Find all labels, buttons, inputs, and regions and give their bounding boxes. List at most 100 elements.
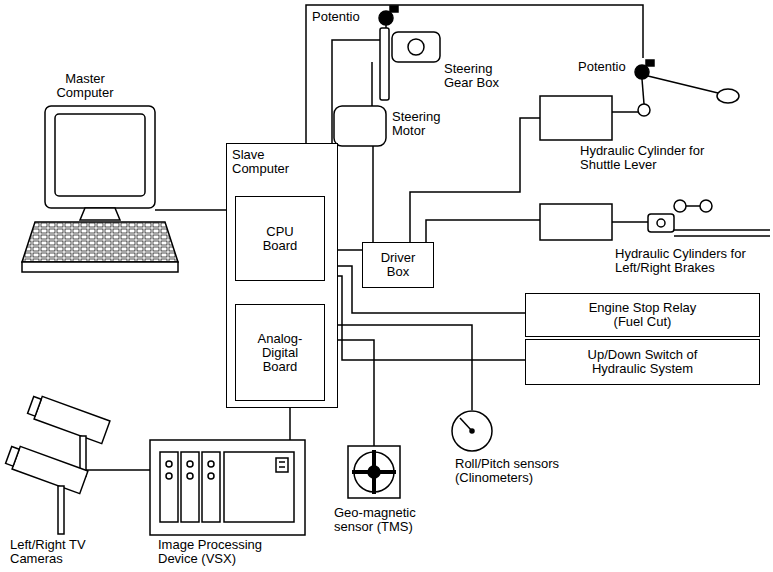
gear-box-drawing [376, 39, 380, 41]
node-label: Analog-Digital Board [249, 332, 311, 374]
potentiometer-symbol [646, 60, 654, 66]
camera-drawing [5, 444, 88, 494]
switch-box: Up/Down Switch of Hydraulic System [525, 339, 760, 385]
motor-node: Steering Motor [330, 104, 470, 150]
motor-drawing [372, 146, 374, 150]
cylinder-node: Hydraulic Cylinder for Shuttle Lever [535, 58, 770, 180]
node-label: Slave Computer [232, 148, 294, 176]
motor-drawing [371, 62, 373, 106]
part-label: Potentio [312, 10, 360, 24]
shuttle-lever-drawing [540, 96, 612, 140]
camera-node: Left/Right TV Cameras [5, 395, 130, 567]
node-label: Engine Stop Relay (Fuel Cut) [580, 301, 705, 329]
cylinder-node: Hydraulic Cylinders for Left/Right Brake… [535, 195, 770, 292]
gear-box-drawing [408, 39, 424, 55]
brake-cylinder-drawing [612, 221, 648, 223]
driver-box: Driver Box [362, 242, 434, 288]
gear-box-drawing [376, 28, 440, 100]
image-processor-drawing [150, 440, 305, 535]
node-label: Hydraulic Cylinders for Left/Right Brake… [615, 247, 765, 275]
gear-box-node: Steering Gear Box [376, 28, 500, 104]
node-label: Steering Gear Box [444, 62, 500, 90]
geo-magnetic-symbol [368, 466, 380, 478]
node-label: Steering Motor [392, 110, 462, 138]
potentiometer-symbol [379, 6, 398, 30]
brake-cylinder-drawing [674, 200, 686, 212]
brake-cylinder-drawing [648, 214, 674, 232]
node-label: CPU Board [250, 225, 310, 253]
computer-drawing [22, 222, 178, 262]
enclosure-box: Slave ComputerCPU BoardAnalog-Digital Bo… [226, 143, 338, 408]
image-processor-drawing [208, 473, 214, 479]
image-processor-drawing [279, 461, 285, 463]
shuttle-lever-drawing [642, 79, 644, 104]
camera-drawing [27, 394, 110, 444]
brake-cylinder-drawing [540, 204, 612, 240]
node-label: Image Processing Device (VSX) [158, 538, 288, 566]
board-box: CPU Board [235, 196, 325, 281]
connector-line [180, 209, 226, 211]
image-processor-drawing [279, 466, 285, 468]
computer-drawing [80, 208, 120, 220]
image-processor-drawing [202, 452, 220, 522]
image-processor-drawing [187, 461, 193, 467]
computer-drawing [22, 106, 180, 272]
sensor-node: Roll/Pitch sensors (Clinometers) [445, 405, 567, 505]
board-box: Analog-Digital Board [235, 304, 325, 401]
node-label: Up/Down Switch of Hydraulic System [580, 348, 705, 376]
image-processor-drawing [208, 461, 214, 467]
shuttle-lever-drawing [638, 104, 650, 116]
node-label: Master Computer [45, 72, 125, 100]
processor-node: Image Processing Device (VSX) [150, 440, 308, 568]
connector-line [325, 325, 472, 405]
camera-drawing [86, 469, 130, 471]
image-processor-drawing [166, 461, 172, 467]
image-processor-drawing [276, 458, 288, 472]
image-processor-drawing [181, 452, 199, 522]
brake-cylinder-drawing [686, 205, 700, 207]
connector-line [410, 118, 535, 242]
node-label: Left/Right TV Cameras [10, 538, 95, 566]
image-processor-drawing [160, 452, 178, 522]
potentiometer-symbol [390, 6, 398, 12]
motor-drawing [334, 106, 386, 146]
potentiometer-symbol [379, 11, 393, 25]
clinometer-symbol [470, 429, 474, 433]
shuttle-lever-drawing [648, 76, 718, 93]
shuttle-lever-drawing [535, 76, 739, 140]
node-label: Geo-magnetic sensor (TMS) [334, 506, 446, 534]
camera-drawing [58, 486, 64, 534]
computer-drawing [155, 209, 180, 211]
geo-magnetic-symbol [348, 446, 400, 498]
computer-drawing [22, 262, 178, 272]
connector-line [372, 150, 374, 242]
camera-drawing [12, 446, 88, 493]
image-processor-drawing [187, 473, 193, 479]
node-label: Driver Box [370, 251, 426, 279]
camera-drawing [28, 396, 42, 416]
potentiometer-symbol [635, 65, 649, 79]
camera-drawing [6, 446, 20, 466]
computer-drawing [55, 114, 145, 196]
sensor-node: Geo-magnetic sensor (TMS) [330, 442, 450, 547]
brake-cylinder-drawing [657, 219, 665, 227]
connector-line [130, 469, 150, 471]
gear-box-drawing [380, 28, 389, 100]
brake-cylinder-drawing [674, 235, 770, 237]
image-processor-drawing [150, 440, 305, 535]
node-label: Roll/Pitch sensors (Clinometers) [455, 457, 563, 485]
clinometer-symbol [452, 405, 492, 451]
brake-cylinder-drawing [535, 219, 540, 221]
connector-line [325, 276, 525, 360]
connector-line [426, 220, 535, 242]
relay-box: Engine Stop Relay (Fuel Cut) [525, 293, 760, 337]
part-label: Potentio [578, 60, 626, 74]
brake-cylinder-drawing [535, 200, 770, 240]
camera-drawing [34, 396, 110, 443]
image-processor-drawing [166, 473, 172, 479]
camera-drawing [5, 394, 130, 534]
geo-magnetic-symbol [348, 442, 400, 498]
connector-line [289, 408, 291, 440]
node-label: Hydraulic Cylinder for Shuttle Lever [580, 144, 720, 172]
